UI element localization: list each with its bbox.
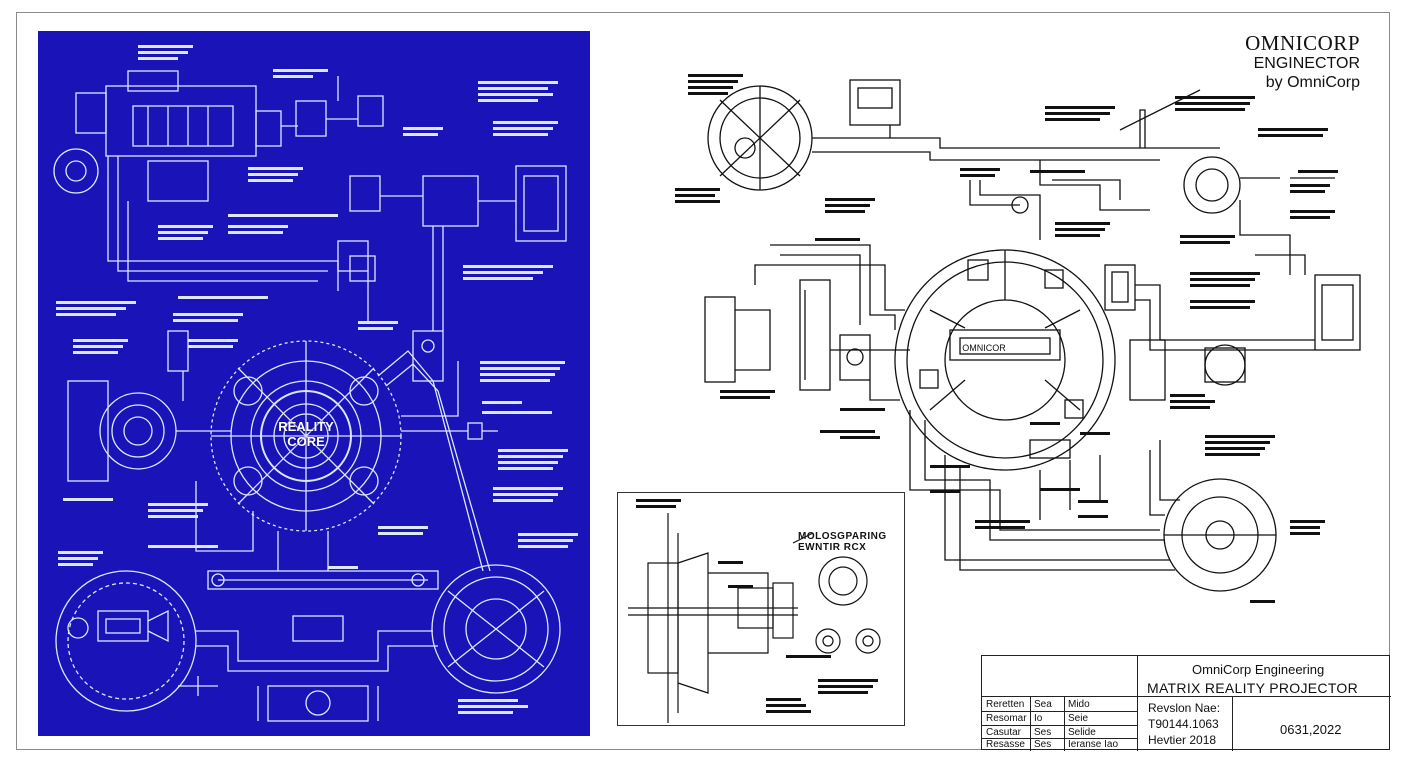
tb-row1-c2: Sea	[1034, 699, 1052, 710]
brand-byline: by OmniCorp	[1265, 74, 1360, 91]
bp-gear-small	[53, 148, 99, 194]
brand-block: OMNICORP ENGINECTOR by OmniCorp	[1245, 32, 1360, 93]
tb-row3-c2: Ses	[1034, 727, 1052, 738]
detail-inset: MOLOSGPARING EWNTIR RCX	[617, 492, 905, 726]
inset-title-line1: MOLOSGPARING	[798, 531, 887, 542]
reality-core-label: REALITY CORE	[266, 419, 346, 449]
bp-gear-bottom	[55, 570, 197, 712]
left-cabinet	[704, 296, 736, 383]
brand-name: OMNICORP	[1245, 31, 1360, 55]
blueprint-panel: REALITY CORE	[38, 31, 590, 736]
tb-row1-c3: Mido	[1068, 699, 1090, 710]
tb-row3-c1: Casutar	[986, 727, 1022, 738]
revision-label: Revslon Nae:	[1148, 701, 1221, 715]
inset-title-line2: EWNTIR RCX	[798, 542, 867, 553]
blueprint-drawing	[53, 45, 578, 722]
core-label-line1: REALITY	[278, 419, 334, 434]
right-rotor	[1183, 156, 1241, 214]
company-name: OmniCorp Engineering	[1192, 662, 1325, 677]
project-title: MATRIX REALITY PROJECTOR	[1147, 680, 1359, 696]
brand-product: ENGINECTOR	[1253, 55, 1360, 72]
bp-housing	[75, 92, 107, 134]
tb-row1-c1: Reretten	[986, 699, 1025, 710]
tb-row4-c1: Resasse	[986, 739, 1025, 750]
schematic-center-label: OMNICOR	[962, 343, 1006, 353]
sheet-border	[16, 12, 1390, 750]
tb-row4-c2: Ses	[1034, 739, 1052, 750]
main-schematic: OMNICOR	[675, 74, 1361, 603]
revision-number: T90144.1063	[1148, 717, 1219, 731]
inset-drawing	[628, 499, 881, 723]
revision-date: Hevtier 2018	[1148, 733, 1217, 747]
title-block: OmniCorp Engineering MATRIX REALITY PROJ…	[981, 655, 1391, 751]
tb-row2-c3: Seie	[1068, 713, 1089, 724]
right-cabinet	[1314, 274, 1361, 351]
tb-row3-c3: Selide	[1068, 727, 1096, 738]
core-label-line2: CORE	[287, 434, 325, 449]
inset-title: MOLOSGPARING EWNTIR RCX	[798, 531, 887, 553]
tb-row2-c1: Resomar	[986, 713, 1027, 724]
bp-wheel	[431, 564, 561, 694]
tb-row2-c2: Io	[1034, 713, 1043, 724]
drawing-date: 0631,2022	[1280, 722, 1342, 737]
tb-row4-c3: Ieranse Iao	[1068, 739, 1119, 750]
